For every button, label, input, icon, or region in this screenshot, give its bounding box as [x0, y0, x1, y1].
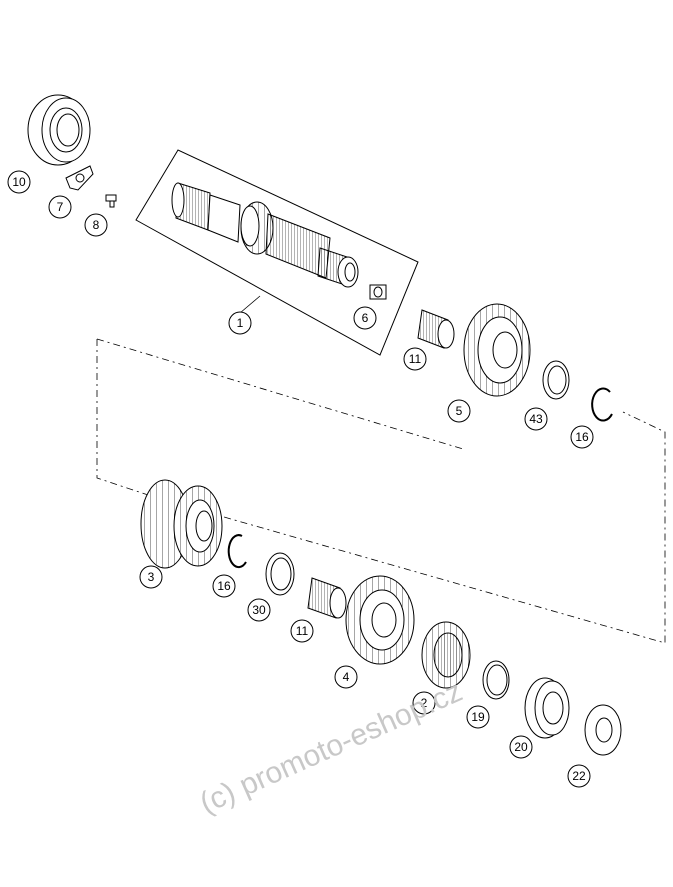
callout-22[interactable]: 22: [567, 764, 591, 788]
assembly-dashed-outline-top: [96, 338, 464, 450]
callout-30[interactable]: 30: [247, 598, 271, 622]
callout-1[interactable]: 1: [228, 311, 252, 335]
callout-11-lower[interactable]: 11: [290, 619, 314, 643]
callout-2-label: 2: [421, 696, 428, 710]
callout-20-label: 20: [514, 740, 528, 754]
callout-20[interactable]: 20: [509, 735, 533, 759]
screw-part-8: [105, 194, 117, 208]
callout-6-label: 6: [362, 311, 369, 325]
bearing-part-10: [27, 94, 91, 166]
callout-19[interactable]: 19: [466, 705, 490, 729]
callout-16-lower-label: 16: [217, 579, 231, 593]
callout-2[interactable]: 2: [412, 691, 436, 715]
callout-5[interactable]: 5: [447, 399, 471, 423]
shaft-group-frame: [135, 149, 419, 356]
callout-8-label: 8: [93, 218, 100, 232]
callout-11-top-label: 11: [409, 352, 422, 366]
callout-30-label: 30: [252, 603, 266, 617]
callout-1-label: 1: [237, 316, 244, 330]
callout-10-label: 10: [12, 175, 26, 189]
callout-10[interactable]: 10: [7, 170, 31, 194]
callout-43-label: 43: [529, 412, 543, 426]
callout-19-label: 19: [471, 710, 485, 724]
callout-7-label: 7: [57, 200, 64, 214]
washer-part-30: [265, 552, 295, 596]
double-gear-part-3: [140, 479, 223, 569]
callout-11-lower-label: 11: [296, 624, 309, 638]
callout-4-label: 4: [343, 670, 350, 684]
callout-5-label: 5: [456, 404, 463, 418]
washer-part-43: [542, 360, 570, 400]
callout-3[interactable]: 3: [139, 565, 163, 589]
gear-part-4: [345, 575, 415, 665]
callout-6[interactable]: 6: [353, 306, 377, 330]
leader-line-1: [239, 295, 261, 314]
circlip-part-16-lower: [227, 534, 247, 569]
nut-part-6: [369, 284, 387, 300]
retainer-plate-part-7: [65, 165, 94, 191]
callout-3-label: 3: [148, 570, 155, 584]
callout-16-top-label: 16: [575, 430, 589, 444]
shim-part-22: [584, 704, 622, 756]
callout-16-top[interactable]: 16: [570, 425, 594, 449]
needle-bearing-part-11-lower: [307, 577, 347, 619]
assembly-dashed-outline: [96, 339, 666, 644]
gear-part-5: [463, 303, 531, 397]
callout-43[interactable]: 43: [524, 407, 548, 431]
callout-22-label: 22: [572, 769, 586, 783]
bearing-part-20: [524, 677, 570, 739]
needle-bearing-part-11-top: [417, 309, 455, 349]
callout-4[interactable]: 4: [334, 665, 358, 689]
callout-16-lower[interactable]: 16: [212, 574, 236, 598]
callout-11-top[interactable]: 11: [403, 347, 427, 371]
washer-part-19: [482, 660, 510, 700]
callout-8[interactable]: 8: [84, 213, 108, 237]
circlip-part-16-top: [591, 387, 613, 422]
callout-7[interactable]: 7: [48, 195, 72, 219]
main-shaft-part-1: [171, 182, 359, 288]
gear-part-2: [421, 621, 471, 689]
